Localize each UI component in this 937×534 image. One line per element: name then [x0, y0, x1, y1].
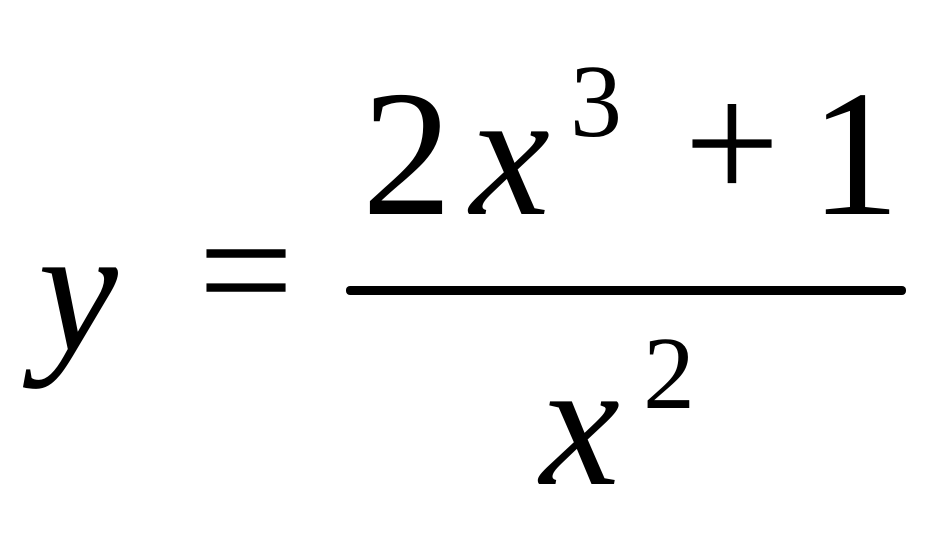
numerator-exponent: 3: [570, 44, 622, 159]
numerator-variable-x: x: [470, 54, 550, 253]
denominator-variable-x: x: [540, 324, 620, 523]
denominator-exponent: 2: [643, 316, 695, 431]
numerator-coefficient: 2: [362, 54, 452, 253]
lhs-variable-y: y: [38, 190, 118, 389]
equals-sign: =: [198, 176, 294, 364]
fraction-bar: [346, 286, 906, 295]
numerator-constant: 1: [810, 54, 900, 253]
plus-sign: +: [684, 49, 780, 237]
